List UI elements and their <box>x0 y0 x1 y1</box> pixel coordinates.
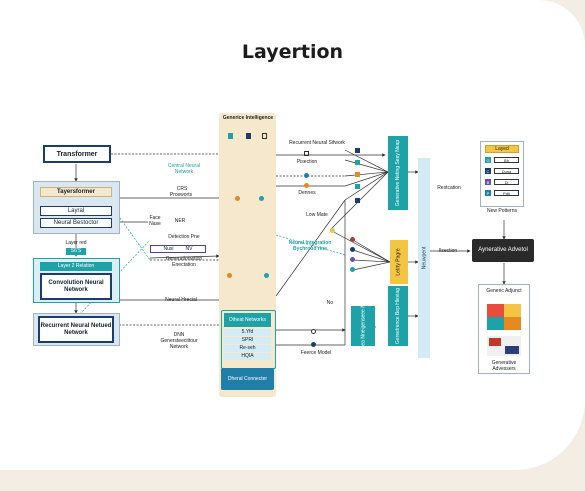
layral-box: Layral <box>40 206 112 216</box>
item-tag: G <box>485 157 491 163</box>
layer-relation-box: Layer 2 Relation <box>40 262 112 271</box>
node-dot <box>350 257 355 262</box>
neuwpent-bar: Neuwpent <box>418 158 430 358</box>
nusi-bar: Nusi NV <box>150 245 206 253</box>
new-potterns-label: New Potterns <box>486 208 517 214</box>
node-dot <box>311 329 316 334</box>
node-square <box>355 148 360 153</box>
yellow-box-letrty: Letrty Pagre <box>390 240 408 284</box>
item-tag: B <box>485 179 491 185</box>
node-dot <box>304 173 309 178</box>
low-mate-label: Low Mate <box>306 212 328 218</box>
restcation-label: Restcation <box>437 185 461 191</box>
gene-label: Genersteecittour Network <box>160 338 198 350</box>
node-dot <box>304 183 309 188</box>
node-square <box>246 133 251 139</box>
teal-box-generative: Generative Neting Seey Neap <box>388 136 408 210</box>
generative-advessers-label: Generative Advessers <box>491 360 517 372</box>
prosworts-label: Prosworts <box>169 192 193 198</box>
node-square <box>228 133 233 139</box>
recurrent-sfwork-label: Recurrent Neural Sifwork <box>289 140 345 146</box>
item-row: Duna <box>494 168 519 174</box>
stack-box: SPRI <box>224 337 271 344</box>
diheat-networks-box: Diheat Networks <box>224 313 271 327</box>
node-dot <box>350 247 355 252</box>
node-dot <box>330 228 335 233</box>
stack-box: 5.Yfd <box>224 329 271 336</box>
crs-label: CRS <box>176 186 188 192</box>
neural-hrecial-label: Neural Hrecial <box>165 297 197 303</box>
transformer-box: Transformer <box>43 145 111 163</box>
layed-header: Layed <box>485 145 519 153</box>
node-square <box>355 172 360 177</box>
no-label: No <box>326 300 334 306</box>
item-tag: C <box>485 168 491 174</box>
feerce-model-label: Feerce Model <box>300 350 332 356</box>
central-label: Central Neural Network <box>167 163 201 175</box>
dennes-label: Dennes <box>298 190 316 196</box>
ner-label: NER <box>174 218 186 224</box>
face-nase-label: Face Nase <box>149 215 161 227</box>
layer-red-label: Layer red <box>65 240 87 246</box>
item-tag: P <box>485 190 491 196</box>
node-dot <box>227 273 232 278</box>
ilsection-label: Ilsection <box>438 248 458 254</box>
node-dot <box>264 273 269 278</box>
stack-box: HQIA <box>224 353 271 360</box>
item-row: Pdti <box>494 190 519 196</box>
dnn-label: DNN <box>173 332 185 338</box>
generation-label: Generationwtion Enectation <box>165 256 203 268</box>
node-dot <box>235 196 240 201</box>
node-square <box>262 133 267 139</box>
node-square <box>355 198 360 203</box>
adjunct-image <box>487 304 521 330</box>
neural-bestoctor-box: Neural Bestoctor <box>40 218 112 228</box>
node-square <box>355 160 360 165</box>
layer-red-tag: S6'S <box>66 248 86 255</box>
advessers-image <box>487 336 521 356</box>
tayerformer-box: Tayersformer <box>40 187 112 197</box>
pisection-label: Pisection <box>296 159 318 165</box>
diagram-title: Layertion <box>241 41 344 63</box>
node-square <box>304 151 309 156</box>
node-dot <box>259 196 264 201</box>
recurrent-box: Recurrent Neural Netued Network <box>38 316 114 343</box>
diagram-card <box>0 0 585 470</box>
node-dot <box>311 342 316 347</box>
aggregate-box: Aynerative Advetol <box>472 239 534 262</box>
teal-box-beelnea: Beelnea Nneigenseee Netwp <box>351 294 375 358</box>
convolution-box: Convolution Neural Network <box>40 273 112 300</box>
node-square <box>355 184 360 189</box>
dheral-connecter-box: Dheral Connecter <box>221 368 274 390</box>
stack-box: Re-seh <box>224 345 271 352</box>
center-title: Generice Intelligence <box>222 115 274 121</box>
node-dot <box>350 237 355 242</box>
item-row: Bh <box>494 157 519 163</box>
teal-box-gereelrence: Gereelrence Bep Hleviag <box>388 286 408 346</box>
item-row: Di <box>494 179 519 185</box>
node-dot <box>350 267 355 272</box>
neural-integration-label: Neural Integration Bychroud rine <box>288 240 332 252</box>
generic-adjunct-label: Generic Adjunct <box>486 288 522 294</box>
detection-label: Detection Pne <box>168 234 200 240</box>
